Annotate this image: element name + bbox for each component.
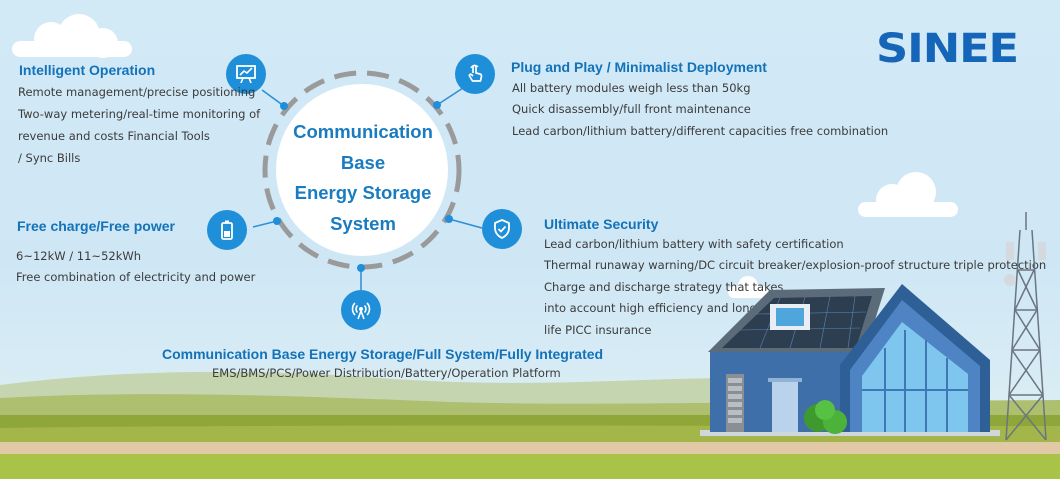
house-illustration — [700, 284, 1000, 436]
telecom-tower-illustration — [1004, 212, 1047, 441]
intelligent-operation-line: Two-way metering/real-time monitoring of — [18, 107, 261, 121]
intelligent-operation-line: revenue and costs Financial Tools — [18, 129, 210, 143]
ultimate-security-line: Lead carbon/lithium battery with safety … — [544, 237, 844, 251]
center-title-line: Energy Storage — [294, 182, 432, 203]
ultimate-security-title: Ultimate Security — [544, 216, 659, 232]
presentation-board-icon — [226, 54, 266, 94]
intelligent-operation-line: Remote management/precise positioning — [18, 85, 256, 99]
ultimate-security-line: life PICC insurance — [544, 323, 652, 337]
plug-and-play-title: Plug and Play / Minimalist Deployment — [511, 59, 767, 75]
hand-pointer-icon — [455, 54, 495, 94]
plug-and-play-line: Quick disassembly/full front maintenance — [512, 102, 751, 116]
free-charge-line: Free combination of electricity and powe… — [16, 270, 256, 284]
shield-check-icon — [482, 209, 522, 249]
free-charge-title: Free charge/Free power — [17, 218, 175, 234]
ultimate-security-line: into account high efficiency and long — [544, 301, 757, 315]
center-title-line: Base — [340, 151, 386, 173]
integrated-system-title: Communication Base Energy Storage/Full S… — [162, 346, 604, 362]
center-title-line: System — [330, 212, 396, 234]
intelligent-operation-title: Intelligent Operation — [19, 62, 156, 78]
center-title-line: Communication — [293, 121, 433, 142]
brand-logo: SINEE — [876, 26, 1019, 72]
free-charge-line: 6~12kW / 11~52kWh — [16, 249, 142, 263]
signal-antenna-icon — [341, 290, 381, 330]
ultimate-security-line: Thermal runaway warning/DC circuit break… — [544, 258, 1047, 272]
plug-and-play-line: Lead carbon/lithium battery/different ca… — [512, 124, 889, 138]
ultimate-security-line: Charge and discharge strategy that takes — [544, 280, 784, 294]
integrated-system-line: EMS/BMS/PCS/Power Distribution/Battery/O… — [212, 366, 561, 380]
center-title: Communication Base Energy Storage System — [277, 117, 449, 239]
intelligent-operation-line: / Sync Bills — [18, 151, 81, 165]
battery-icon — [207, 210, 247, 250]
plug-and-play-line: All battery modules weigh less than 50kg — [512, 81, 751, 95]
